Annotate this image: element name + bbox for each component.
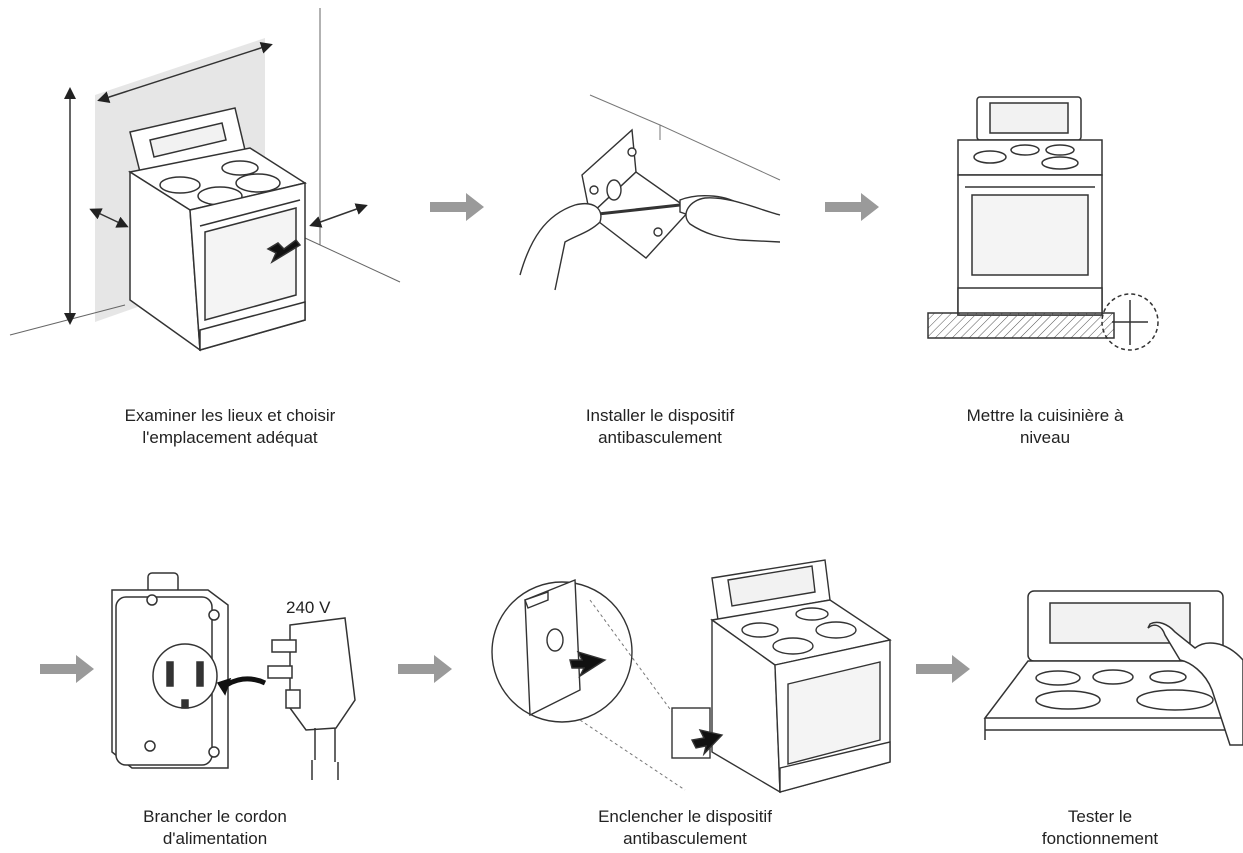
step4-illustration [111,572,356,780]
step4-caption: Brancher le cordon d'alimentation [143,807,287,848]
step3-caption: Mettre la cuisinière à niveau [966,406,1124,447]
step6-illustration [983,590,1243,746]
flow-arrow-icon [40,655,94,683]
flow-arrow-icon [430,193,484,221]
step1-caption: Examiner les lieux et choisir l'emplacem… [124,406,336,447]
plug-icon [267,617,356,780]
range-icon [957,96,1103,316]
range-icon [710,559,892,794]
flow-arrow-icon [825,193,879,221]
bracket-icon [581,128,692,259]
step2-illustration [519,94,781,291]
level-icon [927,312,1115,339]
bracket-icon [524,578,581,717]
flow-arrow-icon [398,655,452,683]
hand-icon [1147,621,1243,746]
flow-arrow-icon [916,655,970,683]
outlet-icon [111,572,229,769]
range-icon [128,107,307,352]
step5-illustration [491,559,892,794]
step3-illustration [927,96,1159,351]
step5-caption: Enclencher le dispositif antibasculement [598,807,772,848]
step1-illustration [9,8,401,352]
step2-caption: Installer le dispositif antibasculement [585,406,735,447]
voltage-label: 240 V [286,598,331,617]
step6-caption: Tester le fonctionnement [1041,807,1159,848]
hand-icon [519,197,781,291]
